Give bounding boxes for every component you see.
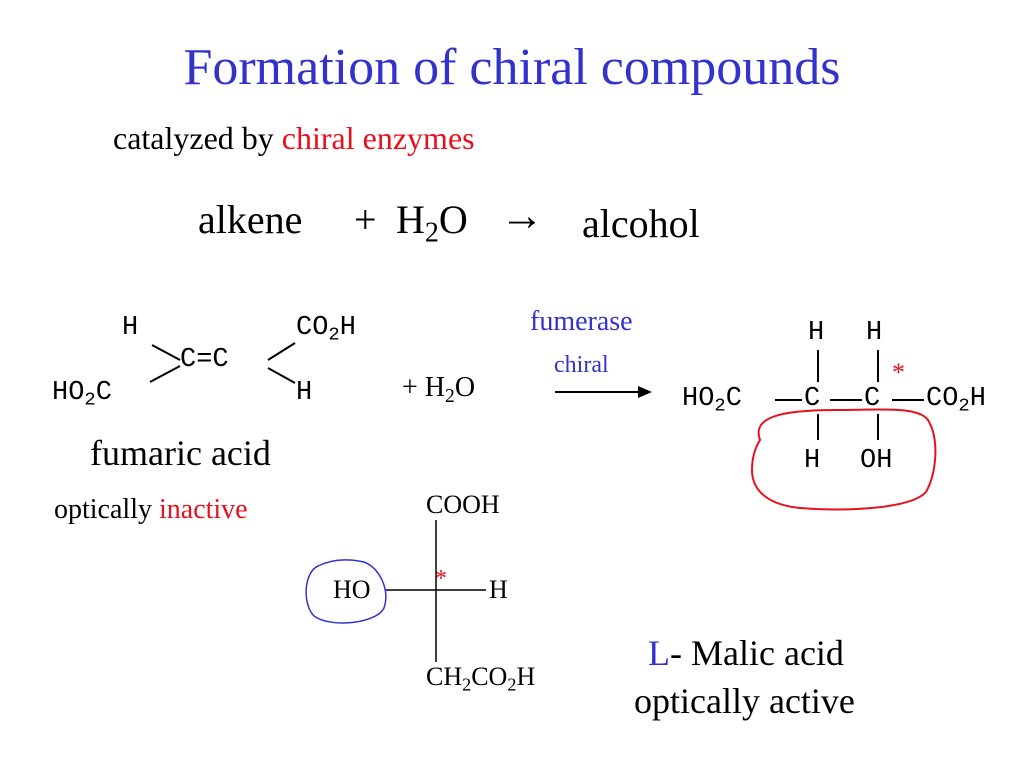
fischer-chiral-star: *: [435, 566, 447, 592]
malic-h1: H: [808, 318, 825, 348]
malic-h3: H: [804, 446, 821, 476]
malic-activity-label: optically active: [634, 681, 855, 721]
fischer-top: COOH: [426, 490, 500, 519]
fumaric-h-top: H: [122, 313, 139, 343]
fumaric-co2h: CO2H: [296, 313, 356, 346]
subtitle-prefix: catalyzed by: [113, 120, 282, 156]
subtitle-highlight: chiral enzymes: [281, 120, 475, 156]
fumaric-bond-h-bottom: [267, 367, 296, 384]
reactant-alkene: alkene: [198, 197, 303, 242]
fischer-right: H: [489, 575, 508, 604]
fumaric-ho2c: HO2C: [52, 378, 112, 411]
fumaric-bond-h: [151, 344, 181, 361]
malic-acid-label: L- Malic acid: [648, 633, 844, 673]
fumaric-h-bottom: H: [296, 378, 313, 408]
fumaric-name: fumaric acid: [90, 433, 271, 473]
malic-chiral-star: *: [892, 358, 905, 387]
reactant-water: H2O: [396, 197, 468, 249]
fischer-bottom: CH2CO2H: [426, 662, 536, 695]
malic-c1: C: [804, 384, 821, 414]
enzyme-arrow-head: [638, 386, 652, 398]
reaction-plus-water: + H2O: [402, 372, 476, 407]
malic-ho2c: HO2C: [682, 384, 742, 417]
fischer-left: HO: [333, 575, 371, 604]
fumaric-bond-co2h: [267, 342, 296, 361]
reaction-plus: +: [354, 197, 377, 242]
highlight-circle-blue: [305, 559, 387, 624]
reaction-arrow: →: [500, 191, 544, 240]
malic-co2h: CO2H: [926, 384, 986, 417]
enzyme-chiral: chiral: [554, 352, 609, 378]
slide-title: Formation of chiral compounds: [183, 39, 841, 96]
slide-subtitle: catalyzed by chiral enzymes: [113, 120, 475, 157]
fumaric-double-bond: C=C: [180, 345, 229, 375]
fumaric-optical: optically inactive: [54, 494, 248, 525]
malic-c2: C: [864, 384, 881, 414]
malic-h2: H: [866, 318, 883, 348]
product-alcohol: alcohol: [582, 201, 700, 246]
enzyme-fumerase: fumerase: [530, 306, 633, 337]
highlight-circle-red: [750, 408, 937, 511]
malic-oh: OH: [860, 446, 893, 476]
fumaric-bond-ho2c: [149, 365, 181, 383]
